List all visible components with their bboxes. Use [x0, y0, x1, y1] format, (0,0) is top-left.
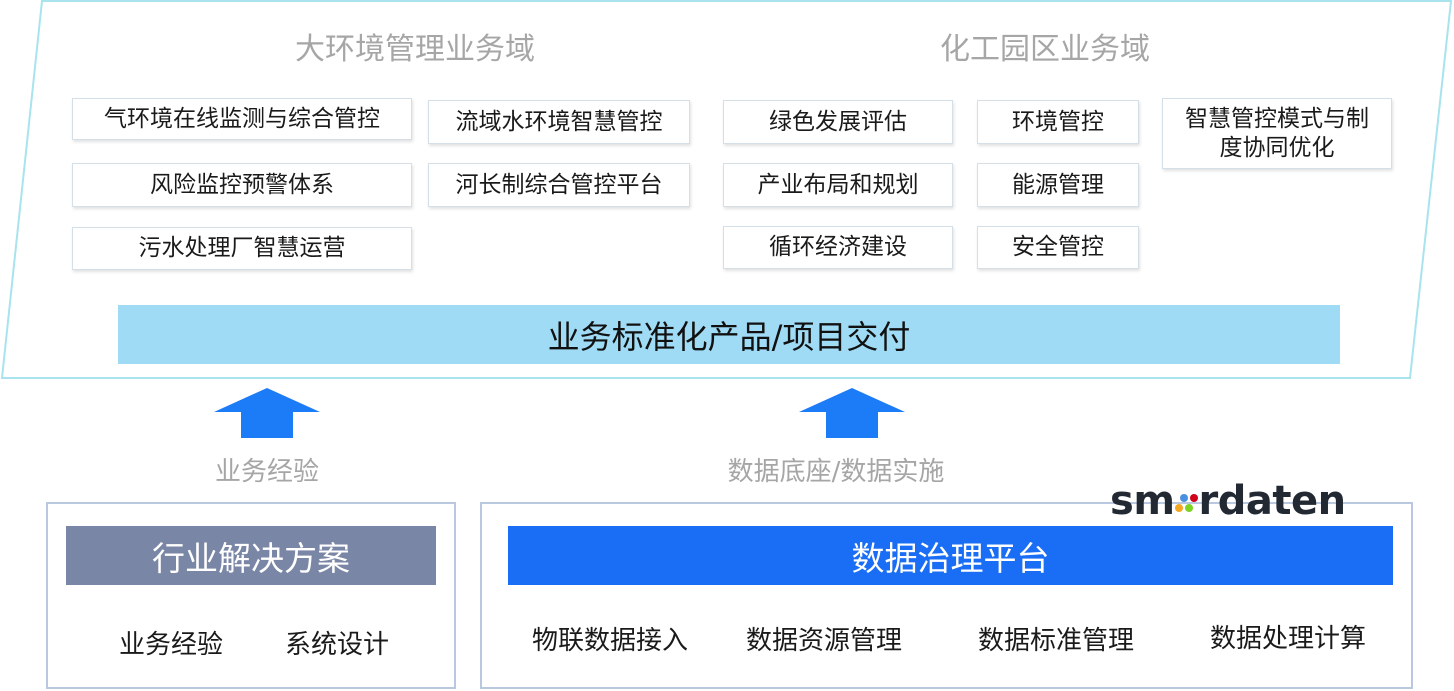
domain-item[interactable]: 产业布局和规划	[723, 163, 953, 207]
data-governance-header: 数据治理平台	[508, 526, 1393, 585]
domain-item[interactable]: 环境管控	[977, 100, 1139, 144]
logo-text-end: rdaten	[1198, 478, 1347, 524]
right-up-arrow-icon	[799, 388, 905, 438]
platform-item[interactable]: 物联数据接入	[531, 626, 688, 656]
delivery-banner: 业务标准化产品/项目交付	[118, 305, 1340, 364]
platform-item[interactable]: 数据资源管理	[745, 626, 902, 656]
domain-item[interactable]: 流域水环境智慧管控	[428, 100, 690, 144]
logo-dots-icon	[1174, 486, 1199, 516]
left-domain-title: 大环境管理业务域	[295, 32, 535, 67]
logo-text-start: s	[1110, 478, 1134, 524]
solution-item[interactable]: 系统设计	[284, 630, 389, 660]
logo-text-mid: m	[1133, 478, 1175, 524]
solution-item[interactable]: 业务经验	[118, 630, 223, 660]
industry-solution-header: 行业解决方案	[66, 526, 436, 585]
right-arrow-caption: 数据底座/数据实施	[727, 457, 945, 487]
platform-item[interactable]: 数据标准管理	[977, 626, 1134, 656]
domain-item[interactable]: 风险监控预警体系	[72, 163, 412, 207]
domain-item[interactable]: 绿色发展评估	[723, 100, 953, 144]
domain-item[interactable]: 智慧管控模式与制度协同优化	[1162, 98, 1392, 169]
platform-item[interactable]: 数据处理计算	[1209, 624, 1366, 654]
left-up-arrow-icon	[214, 388, 320, 438]
domain-item[interactable]: 能源管理	[977, 163, 1139, 207]
domain-item[interactable]: 循环经济建设	[723, 226, 953, 269]
domain-item[interactable]: 气环境在线监测与综合管控	[72, 98, 412, 140]
right-domain-title: 化工园区业务域	[940, 32, 1150, 67]
domain-item[interactable]: 污水处理厂智慧运营	[72, 227, 412, 270]
left-arrow-caption: 业务经验	[214, 457, 319, 487]
domain-item[interactable]: 安全管控	[977, 226, 1139, 269]
domain-item[interactable]: 河长制综合管控平台	[428, 163, 690, 207]
